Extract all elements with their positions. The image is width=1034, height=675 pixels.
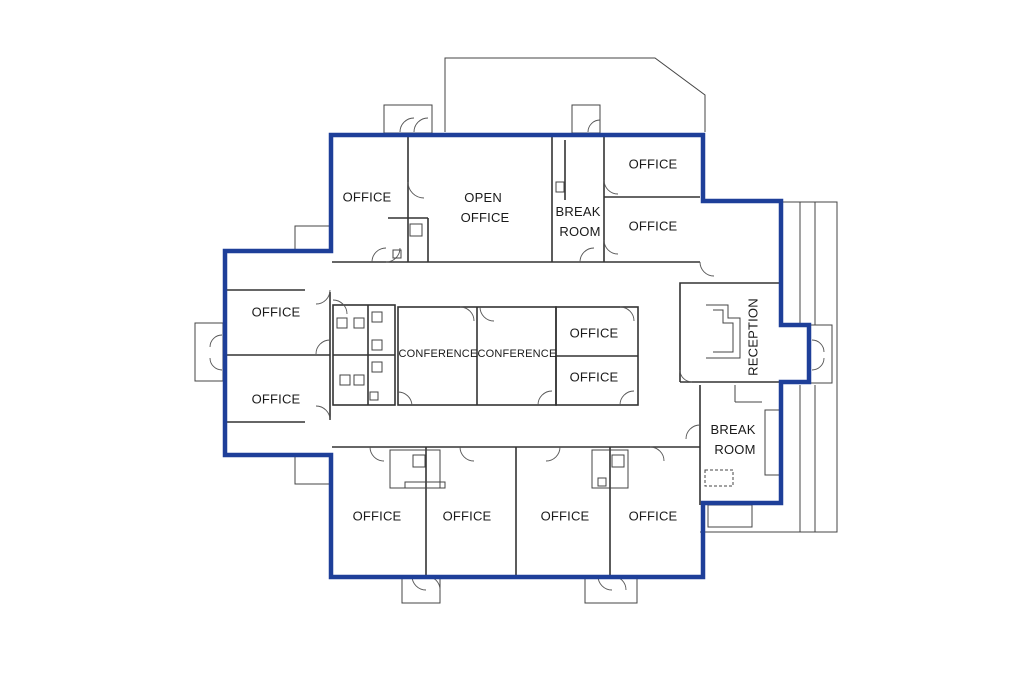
suite-boundary: [222, 132, 812, 580]
room-office-south-3: OFFICE: [541, 508, 590, 523]
room-office-center-bottom: OFFICE: [570, 369, 619, 384]
east-walkway: [700, 201, 838, 533]
room-open-office: OPEN OFFICE: [461, 190, 510, 225]
interior-doors: [315, 179, 715, 462]
room-break-room-east: BREAK ROOM: [711, 422, 760, 457]
room-labels: OFFICE OPEN OFFICE BREAK ROOM OFFICE OFF…: [252, 156, 761, 523]
north-patio: [444, 57, 706, 132]
room-office-ne-top: OFFICE: [629, 156, 678, 171]
room-office-south-4: OFFICE: [629, 508, 678, 523]
room-conference-1: CONFERENCE: [398, 348, 477, 360]
room-office-west-top: OFFICE: [252, 304, 301, 319]
room-office-south-2: OFFICE: [443, 508, 492, 523]
room-office-ne-bottom: OFFICE: [629, 218, 678, 233]
room-break-room-north: BREAK ROOM: [556, 204, 605, 239]
room-office-center-top: OFFICE: [570, 325, 619, 340]
room-reception: RECEPTION: [745, 298, 760, 376]
room-office-west-bottom: OFFICE: [252, 391, 301, 406]
room-conference-2: CONFERENCE: [477, 348, 556, 360]
room-office-nw: OFFICE: [343, 189, 392, 204]
restroom-fixtures: [336, 181, 625, 489]
interior-walls: [226, 137, 781, 576]
room-office-south-1: OFFICE: [353, 508, 402, 523]
